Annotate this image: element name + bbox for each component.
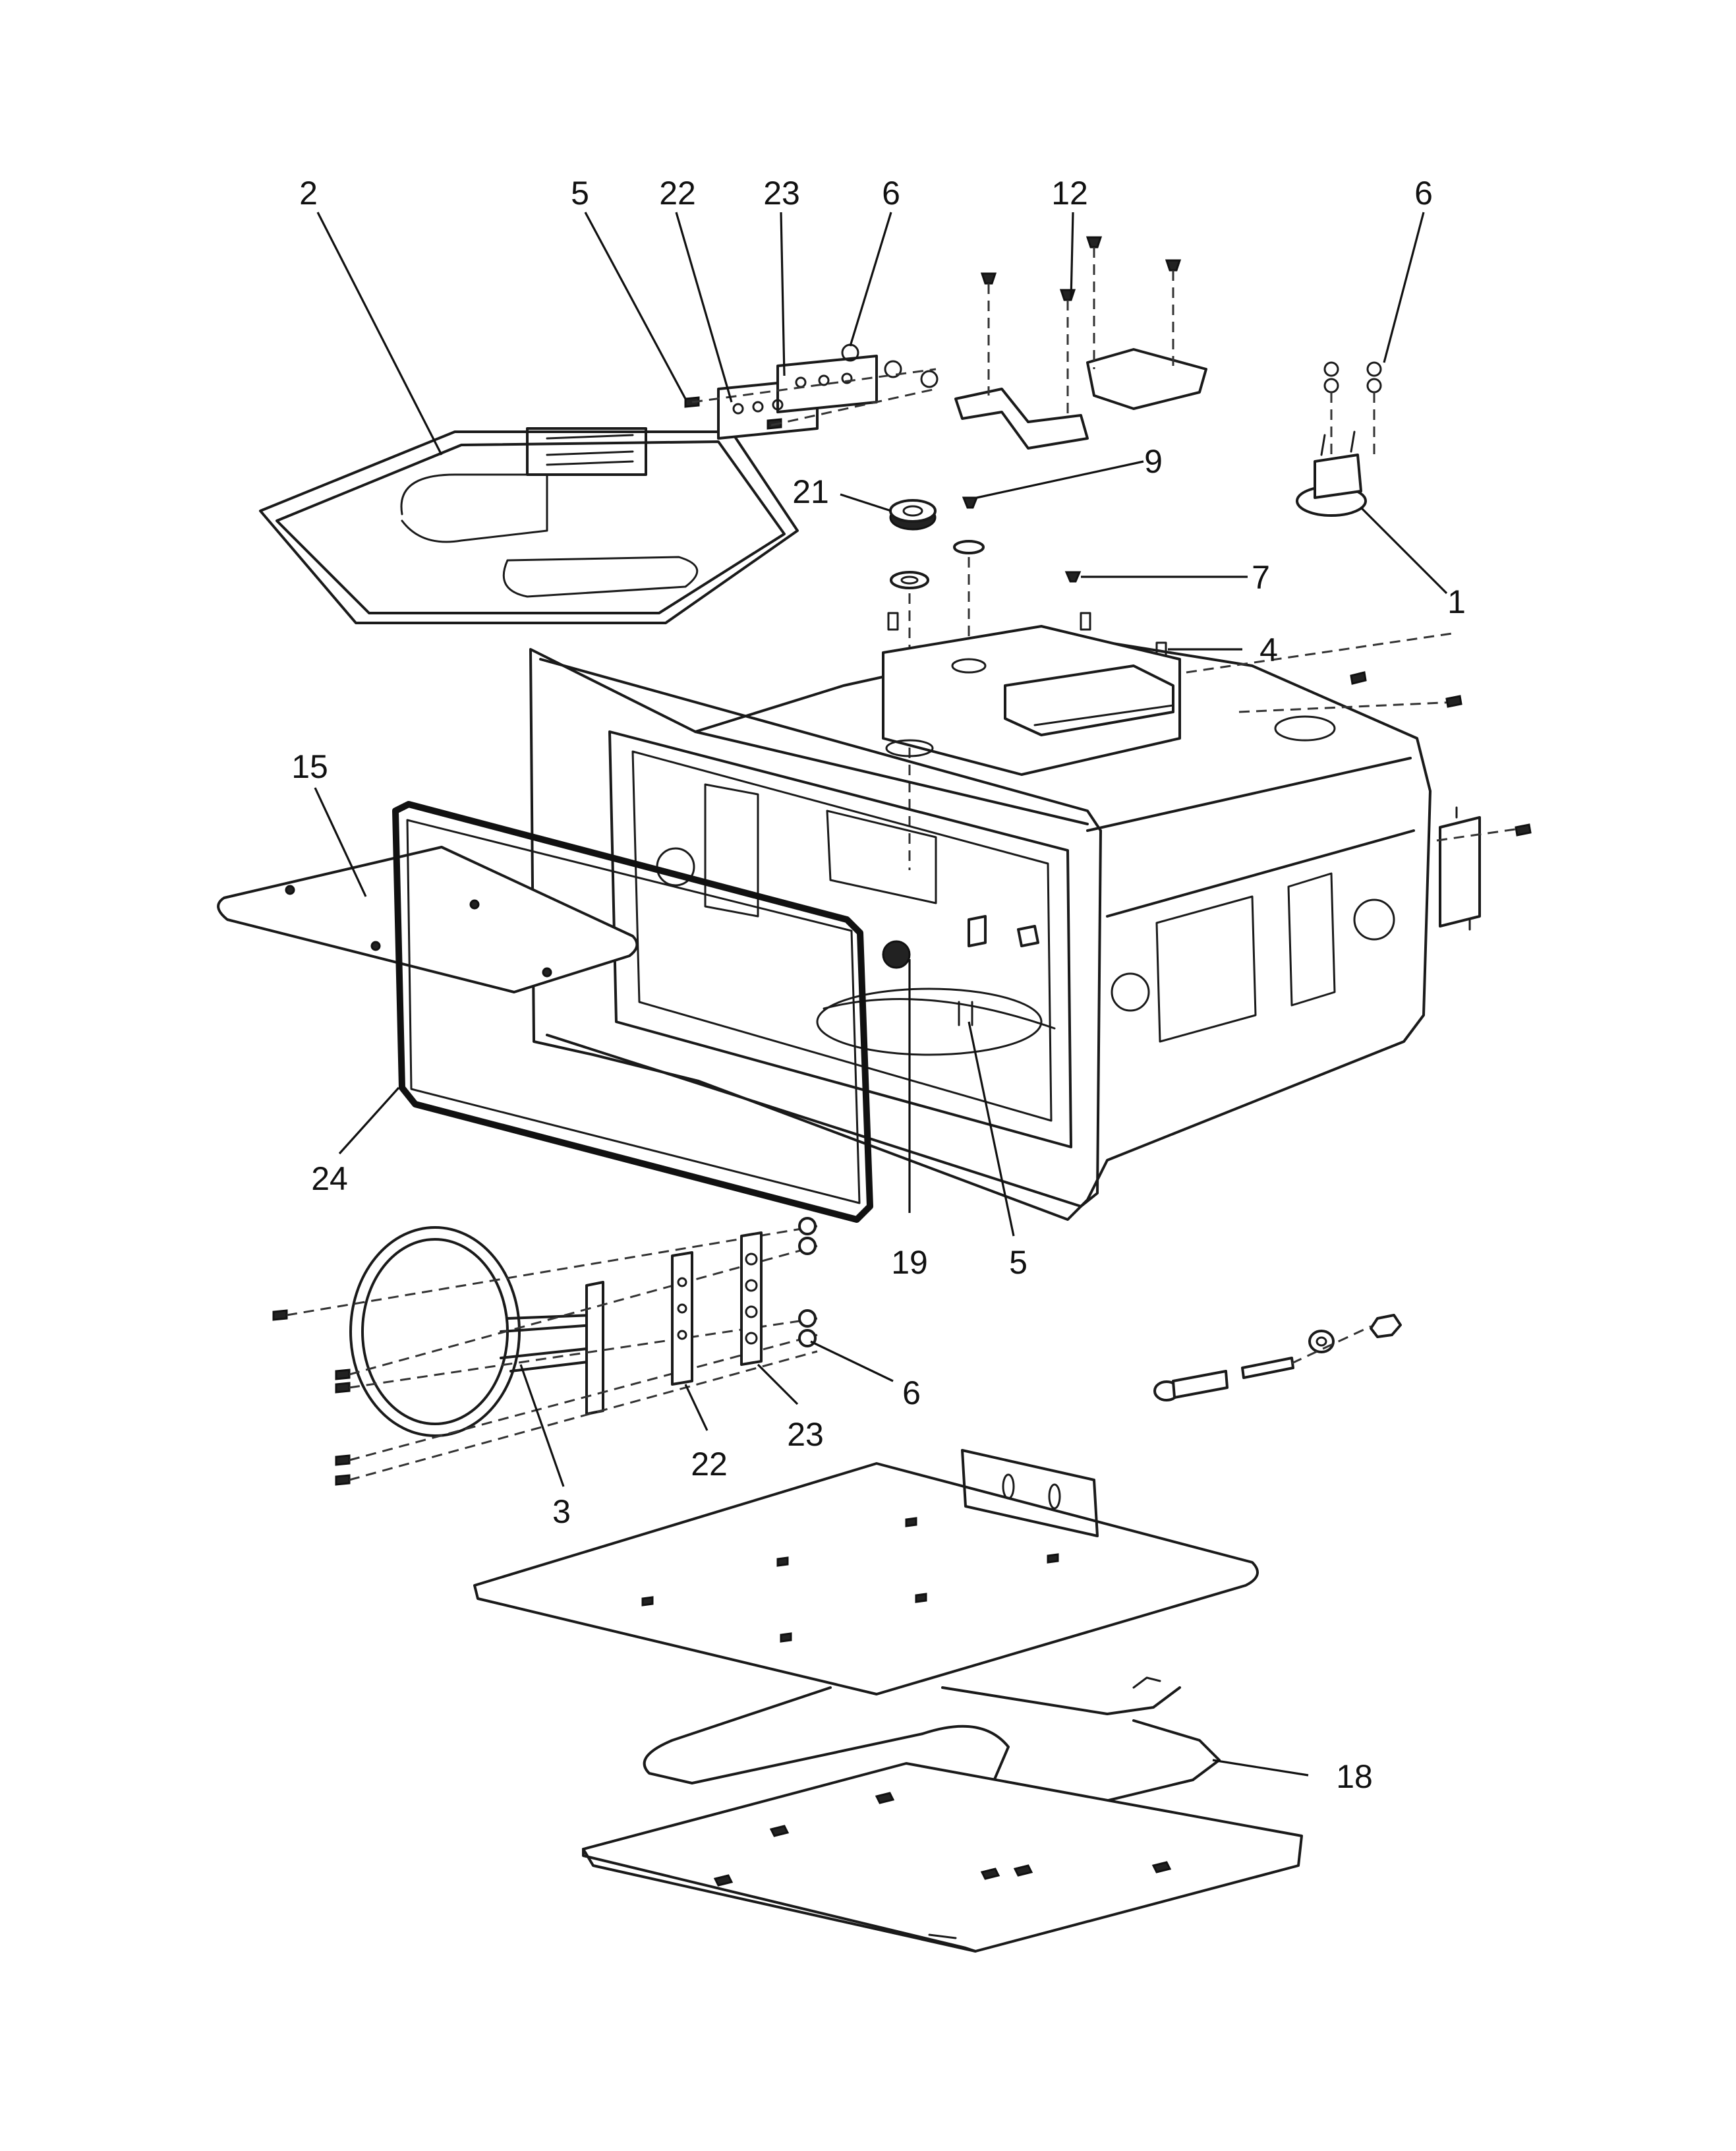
top-terminal-block [684,343,939,440]
callout-6: 6 [1414,175,1433,212]
leader-lines [314,212,1448,1777]
callout-2: 2 [299,175,318,212]
callout-5: 5 [571,175,589,212]
callout-9: 9 [1144,443,1163,480]
callout-21: 21 [792,473,829,510]
callout-7: 7 [1252,559,1270,596]
callout-6: 6 [882,175,900,212]
circular-heating-element [272,1225,818,1486]
callout-22: 22 [659,175,696,212]
door-gasket [392,801,873,1223]
callout-23: 23 [763,175,800,212]
callout-labels: 2 5 22 23 6 12 6 9 21 7 1 4 15 24 19 5 6… [291,175,1466,1795]
callout-19: 19 [891,1244,928,1281]
shelf-plate [217,846,639,993]
top-grill-element [259,427,799,624]
callout-1: 1 [1447,583,1466,620]
callout-3: 3 [552,1493,571,1530]
callout-5: 5 [1009,1244,1027,1281]
bolt-washer-nut-set [1153,1314,1402,1401]
callout-18: 18 [1336,1758,1373,1795]
callout-22: 22 [691,1446,728,1483]
bottom-tray [582,1762,1303,1953]
top-nut-and-washer [887,496,1167,870]
floor-plate [473,1449,1259,1695]
top-brackets-and-screws [954,236,1207,450]
callout-6: 6 [902,1374,921,1411]
callout-24: 24 [311,1160,348,1197]
oven-cavity [529,625,1532,1221]
callout-15: 15 [291,748,328,785]
callout-23: 23 [787,1416,824,1453]
callout-12: 12 [1051,175,1088,212]
thermostat [1296,361,1382,517]
callout-4: 4 [1259,632,1278,668]
bottom-terminal-plates [671,1217,817,1386]
